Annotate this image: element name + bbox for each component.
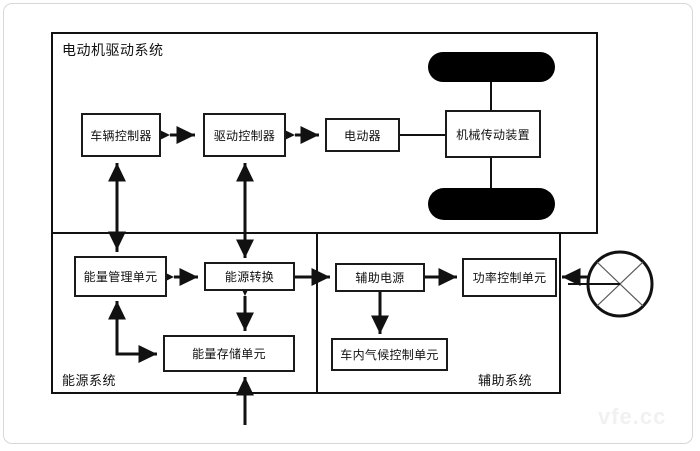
node-energy-storage-unit[interactable]: 能量存储单元: [163, 335, 295, 372]
node-motor[interactable]: 电动器: [325, 118, 400, 152]
section-label-auxiliary-system: 辅助系统: [478, 373, 533, 388]
node-label: 功率控制单元: [472, 271, 547, 285]
node-vehicle-controller[interactable]: 车辆控制器: [81, 113, 161, 157]
section-label-energy-system: 能源系统: [62, 373, 117, 388]
node-drive-controller[interactable]: 驱动控制器: [203, 113, 286, 157]
node-auxiliary-power[interactable]: 辅助电源: [335, 263, 425, 292]
node-label: 能量管理单元: [83, 270, 158, 284]
node-label: 车辆控制器: [90, 128, 152, 143]
section-label-drive-system: 电动机驱动系统: [62, 42, 164, 58]
node-label: 机械传动装置: [456, 127, 530, 142]
node-label: 能量存储单元: [192, 347, 266, 361]
node-power-control-unit[interactable]: 功率控制单元: [462, 258, 557, 297]
node-mechanical-transmission[interactable]: 机械传动装置: [445, 110, 541, 158]
node-cabin-climate-control-unit[interactable]: 车内气候控制单元: [331, 338, 448, 371]
wheel-top: [428, 52, 555, 82]
node-label: 能源转换: [224, 270, 275, 284]
node-label: 电动器: [344, 128, 381, 143]
arrow-energy-mgmt-to-storage: [115, 302, 158, 363]
section-frame-aux: [316, 232, 561, 394]
node-energy-conversion[interactable]: 能源转换: [204, 262, 295, 291]
wheel-bottom: [428, 188, 555, 220]
watermark: vfe.cc: [598, 404, 667, 429]
node-energy-management-unit[interactable]: 能量管理单元: [74, 256, 167, 297]
node-label: 驱动控制器: [213, 128, 276, 143]
node-label: 辅助电源: [355, 271, 405, 285]
node-label: 车内气候控制单元: [340, 348, 439, 362]
